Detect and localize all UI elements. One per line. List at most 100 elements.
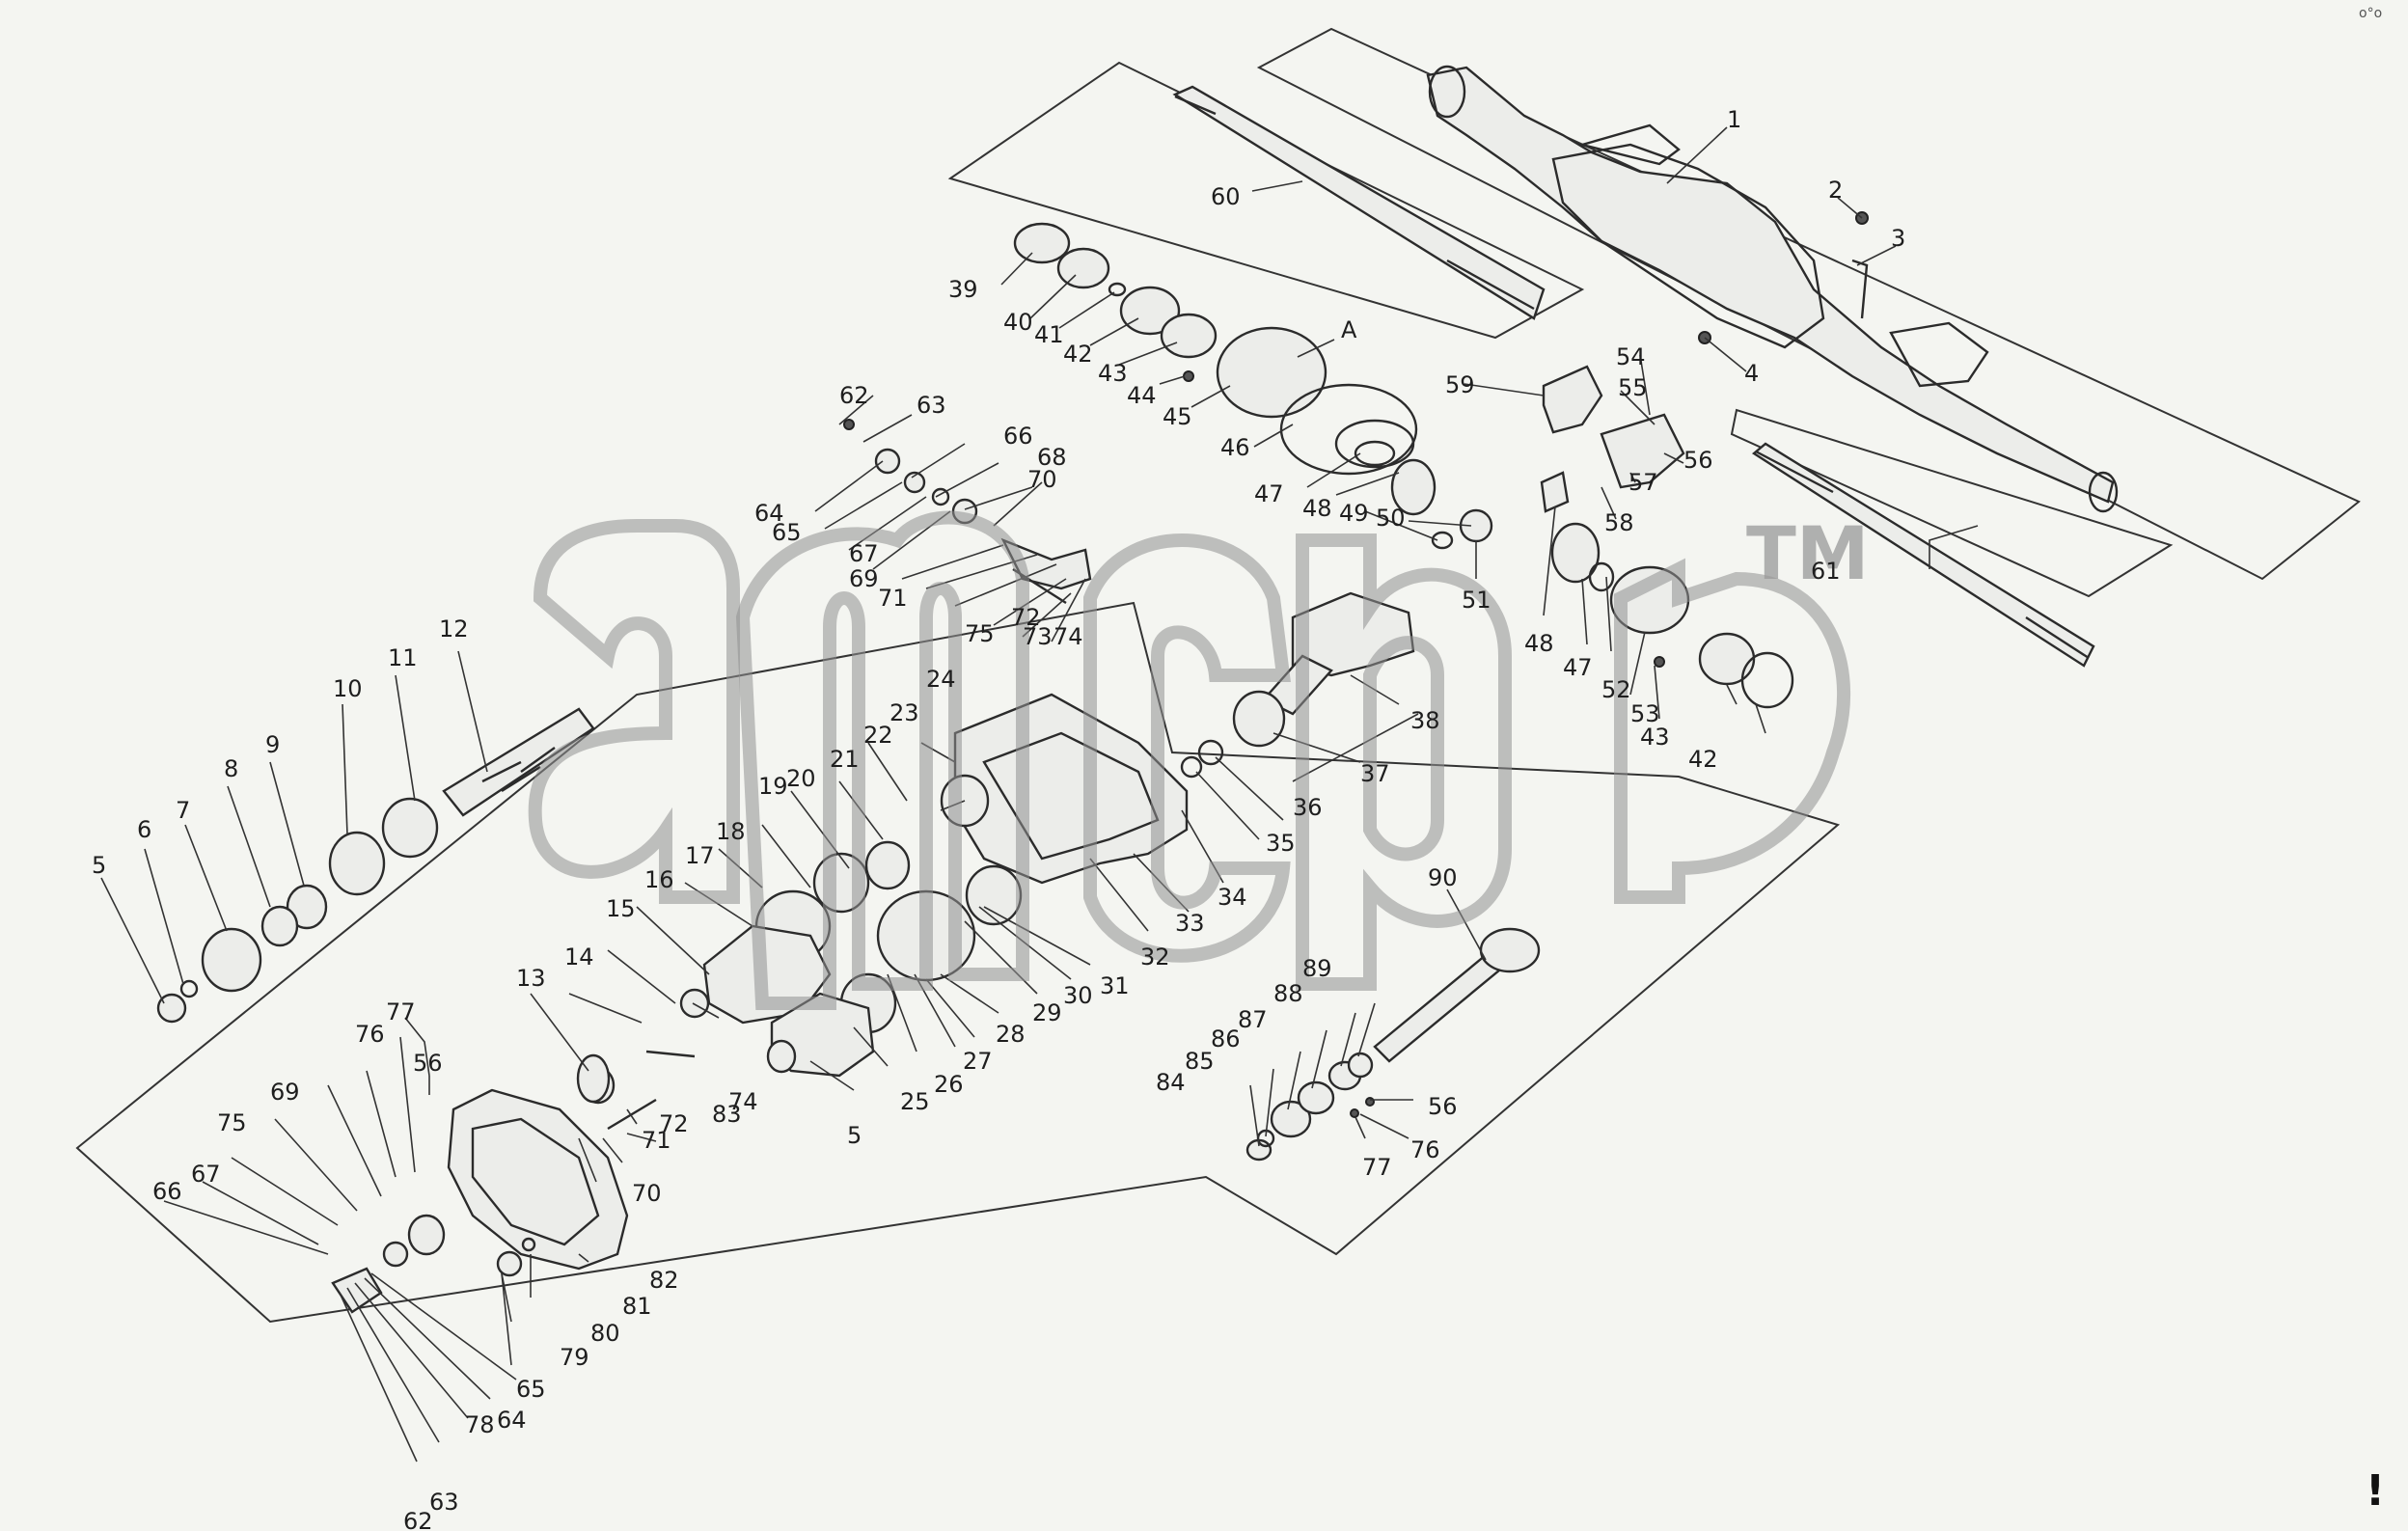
part-label: A bbox=[1341, 316, 1357, 343]
part-label: 72 bbox=[1011, 604, 1041, 631]
part-label: 43 bbox=[1098, 360, 1128, 387]
part-label: 26 bbox=[934, 1071, 964, 1098]
part-label: 30 bbox=[1063, 982, 1093, 1009]
part-label: 40 bbox=[1003, 309, 1033, 336]
part-label: 2 bbox=[1828, 177, 1843, 204]
output-flange-parts bbox=[1245, 1052, 1375, 1162]
leader-lines bbox=[100, 126, 1979, 1463]
part-label: 78 bbox=[465, 1411, 495, 1438]
reducer-housing-34 bbox=[953, 693, 1189, 885]
part-label: 62 bbox=[403, 1508, 433, 1531]
differential-parts bbox=[1013, 222, 1794, 709]
part-label: 90 bbox=[1428, 864, 1458, 891]
part-label: 53 bbox=[1630, 700, 1660, 727]
fork-59 bbox=[1542, 365, 1603, 434]
part-label: 69 bbox=[849, 565, 879, 592]
part-label: 22 bbox=[863, 722, 893, 749]
part-label: 14 bbox=[564, 943, 594, 971]
part-label: 8 bbox=[224, 755, 238, 782]
part-label: 39 bbox=[948, 276, 978, 303]
part-label: 48 bbox=[1524, 630, 1554, 657]
part-label: 35 bbox=[1266, 830, 1296, 857]
part-label: 5 bbox=[847, 1122, 862, 1149]
corner-glyph: o°o bbox=[2359, 6, 2382, 21]
cover-82 bbox=[447, 1088, 629, 1271]
part-label: 73 bbox=[1023, 623, 1053, 650]
part-label: 44 bbox=[1127, 382, 1157, 409]
halfshafts bbox=[1172, 85, 2095, 1063]
part-label: 77 bbox=[386, 998, 416, 1025]
part-label: 69 bbox=[270, 1079, 300, 1106]
part-label: 83 bbox=[712, 1101, 742, 1128]
part-label: 84 bbox=[1156, 1069, 1186, 1096]
part-label: 67 bbox=[191, 1161, 221, 1188]
part-label: 12 bbox=[439, 615, 469, 642]
part-label: 80 bbox=[590, 1320, 620, 1347]
part-label: 51 bbox=[1462, 587, 1491, 614]
part-label: 89 bbox=[1302, 955, 1332, 982]
part-label: 29 bbox=[1032, 999, 1062, 1026]
corner-mark: ! bbox=[2366, 1466, 2385, 1516]
part-label: 41 bbox=[1034, 321, 1064, 348]
part-label: 21 bbox=[830, 746, 860, 773]
part-label: 34 bbox=[1218, 884, 1247, 911]
part-label: 61 bbox=[1811, 558, 1841, 585]
part-label: 86 bbox=[1211, 1025, 1241, 1053]
part-label: 63 bbox=[917, 392, 946, 419]
part-label: 38 bbox=[1410, 707, 1440, 734]
part-label: 37 bbox=[1360, 760, 1390, 787]
halfshaft-61 bbox=[1751, 442, 2095, 668]
part-label: 32 bbox=[1140, 943, 1170, 971]
part-label: 7 bbox=[176, 797, 190, 824]
part-label: 48 bbox=[1302, 495, 1332, 522]
halfshaft-90 bbox=[1373, 953, 1502, 1063]
watermark-logo: TM bbox=[528, 510, 1869, 1010]
part-label: 55 bbox=[1618, 374, 1648, 401]
part-label: 70 bbox=[632, 1180, 662, 1207]
part-label: 17 bbox=[685, 842, 715, 869]
part-label: 65 bbox=[516, 1376, 546, 1403]
part-label: 42 bbox=[1063, 341, 1093, 368]
part-label: 63 bbox=[429, 1489, 459, 1516]
part-label: 76 bbox=[1410, 1136, 1440, 1163]
part-label: 66 bbox=[152, 1178, 182, 1205]
part-label: 74 bbox=[728, 1088, 758, 1115]
part-label: 56 bbox=[1683, 447, 1713, 474]
part-label: 46 bbox=[1220, 434, 1250, 461]
part-label: 85 bbox=[1185, 1048, 1215, 1075]
halfshaft-60 bbox=[1172, 85, 1546, 320]
part-label: 43 bbox=[1640, 724, 1670, 751]
frame-left-halfshaft bbox=[947, 61, 1585, 340]
part-label: 16 bbox=[644, 866, 674, 893]
part-label: 56 bbox=[1428, 1093, 1458, 1120]
part-label: 24 bbox=[926, 666, 956, 693]
part-label: 36 bbox=[1293, 794, 1323, 821]
part-label: 88 bbox=[1273, 980, 1303, 1007]
part-label: 52 bbox=[1601, 676, 1631, 703]
part-label: 66 bbox=[1003, 423, 1033, 450]
part-label: 57 bbox=[1628, 469, 1658, 496]
part-label: 75 bbox=[217, 1109, 247, 1136]
part-number-labels: 1234556789101112131415161718192021222324… bbox=[92, 106, 1905, 1531]
part-label: 81 bbox=[622, 1293, 652, 1320]
part-label: 49 bbox=[1339, 500, 1369, 527]
part-label: 64 bbox=[497, 1407, 527, 1434]
part-label: 70 bbox=[1027, 466, 1057, 493]
part-label: 33 bbox=[1175, 910, 1205, 937]
part-label: 72 bbox=[659, 1110, 689, 1137]
part-label: 71 bbox=[878, 585, 908, 612]
part-label: 47 bbox=[1254, 480, 1284, 507]
part-label: 23 bbox=[889, 699, 919, 726]
part-label: 82 bbox=[649, 1267, 679, 1294]
part-label: 6 bbox=[137, 816, 151, 843]
part-label: 45 bbox=[1163, 403, 1192, 430]
part-label: 79 bbox=[560, 1344, 589, 1371]
frame-right-halfshaft bbox=[1730, 408, 2174, 598]
part-label: 47 bbox=[1563, 654, 1593, 681]
part-label: 71 bbox=[642, 1127, 671, 1154]
axle-housing-body bbox=[1426, 66, 2115, 504]
part-label: 50 bbox=[1376, 505, 1406, 532]
part-label: 20 bbox=[786, 765, 816, 792]
part-label: 65 bbox=[772, 519, 802, 546]
